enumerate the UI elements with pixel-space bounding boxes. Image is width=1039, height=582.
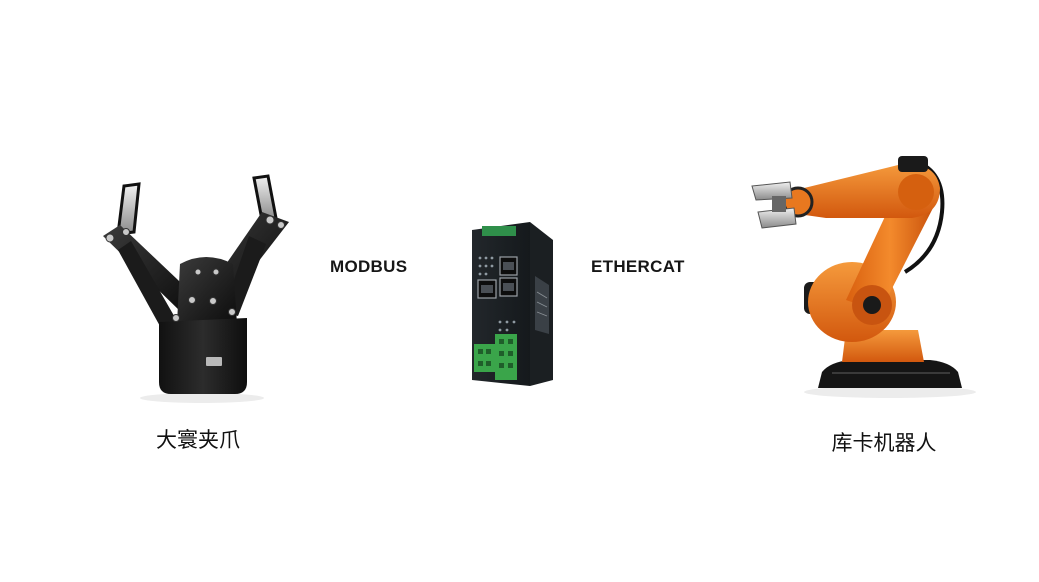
- gripper-body: [159, 318, 247, 394]
- gripper-shadow: [140, 393, 264, 403]
- robot-motor: [898, 156, 928, 172]
- robot-cable: [903, 158, 945, 274]
- gateway-icon: [472, 222, 553, 386]
- gateway-side-label: [535, 276, 549, 334]
- ethercat-label: ETHERCAT: [591, 257, 685, 276]
- gateway-status-leds: [478, 256, 516, 332]
- robot-arm-icon: [751, 156, 976, 398]
- robot-elbow-joint: [898, 174, 934, 210]
- gripper-finger-left: [116, 182, 141, 236]
- modbus-label: MODBUS: [330, 257, 408, 276]
- gripper-icon: [103, 174, 289, 403]
- robot-label: 库卡机器人: [831, 432, 937, 455]
- gripper-head: [177, 257, 237, 324]
- gripper-screws: [105, 215, 285, 322]
- robot-end-effector: [751, 181, 797, 229]
- robot-shadow: [804, 386, 976, 398]
- gateway-side-label-lines: [536, 291, 548, 317]
- robot-shoulder-hub: [863, 296, 881, 314]
- gripper-logo-plate: [206, 357, 222, 366]
- gateway-terminal-blocks: [474, 334, 517, 380]
- gripper-link-left-inner: [118, 241, 177, 328]
- gateway-top-label: [482, 226, 516, 236]
- gripper-label: 大寰夹爪: [156, 429, 240, 452]
- gateway-ethernet-ports: [477, 256, 518, 299]
